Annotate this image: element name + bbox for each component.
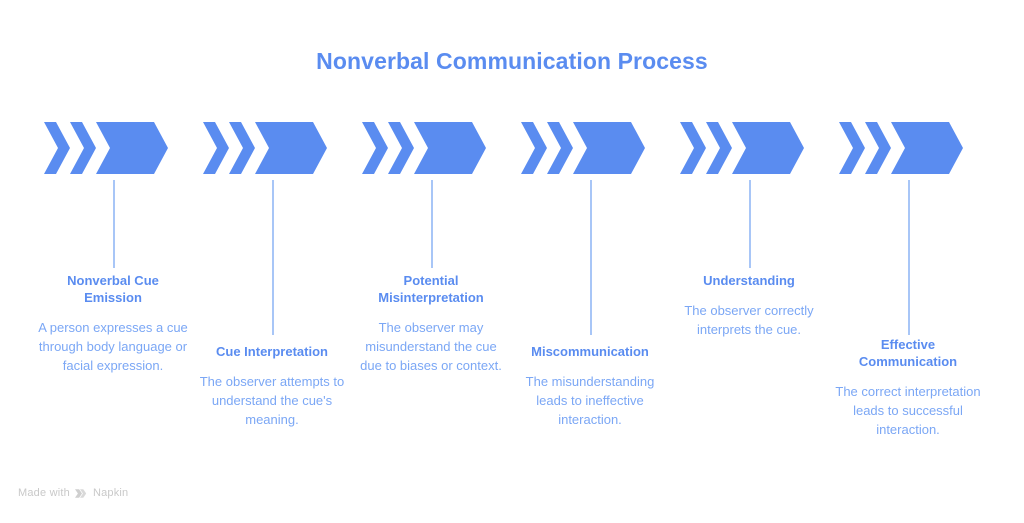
arrow-group-1 [44, 122, 184, 174]
arrow-block-icon [573, 122, 645, 174]
chevron-icon [388, 122, 414, 174]
watermark-brand: Napkin [92, 487, 129, 499]
step-title: Effective Communication [858, 337, 958, 369]
arrow-group-5 [680, 122, 820, 174]
chevron-icon [521, 122, 547, 174]
connector-line-2 [272, 180, 274, 335]
chevron-icon [547, 122, 573, 174]
connector-line-1 [113, 180, 115, 268]
arrow-block-icon [732, 122, 804, 174]
page-title: Nonverbal Communication Process [316, 48, 708, 74]
step-title: Nonverbal Cue Emission [67, 273, 159, 305]
arrow-block-icon [255, 122, 327, 174]
chevron-icon [839, 122, 865, 174]
arrow-block-icon [891, 122, 963, 174]
step-title: Miscommunication [531, 344, 649, 359]
chevron-icon [865, 122, 891, 174]
watermark-prefix: Made with [18, 487, 70, 499]
connector-line-6 [908, 180, 910, 335]
step-description: The observer may misunderstand the cue d… [360, 320, 502, 373]
step-1: Nonverbal Cue Emission A person expresse… [38, 272, 188, 375]
arrow-group-6 [839, 122, 979, 174]
arrow-group-2 [203, 122, 343, 174]
chevron-icon [44, 122, 70, 174]
step-title: Understanding [703, 273, 795, 288]
arrow-block-icon [96, 122, 168, 174]
chevron-icon [706, 122, 732, 174]
chevron-icon [362, 122, 388, 174]
napkin-chevron-logo-icon [74, 488, 88, 499]
step-title: Potential Misinterpretation [378, 273, 484, 305]
watermark: Made with Napkin [18, 487, 128, 499]
step-description: The correct interpretation leads to succ… [835, 384, 981, 437]
step-3: Potential Misinterpretation The observer… [356, 272, 506, 375]
step-description: The misunderstanding leads to ineffectiv… [525, 374, 655, 427]
step-4: Miscommunication The misunderstanding le… [515, 343, 665, 429]
connector-line-3 [431, 180, 433, 268]
chevron-icon [229, 122, 255, 174]
step-description: A person expresses a cue through body la… [38, 320, 188, 373]
arrow-band [0, 122, 1024, 174]
step-description: The observer correctly interprets the cu… [684, 303, 814, 337]
arrow-group-3 [362, 122, 502, 174]
step-6: Effective Communication The correct inte… [833, 336, 983, 439]
arrow-group-4 [521, 122, 661, 174]
arrow-block-icon [414, 122, 486, 174]
connector-line-4 [590, 180, 592, 335]
chevron-icon [203, 122, 229, 174]
chevron-icon [680, 122, 706, 174]
chevron-icon [70, 122, 96, 174]
step-title: Cue Interpretation [216, 344, 328, 359]
connector-line-5 [749, 180, 751, 268]
step-description: The observer attempts to understand the … [199, 374, 345, 427]
step-2: Cue Interpretation The observer attempts… [197, 343, 347, 429]
step-5: Understanding The observer correctly int… [674, 272, 824, 339]
